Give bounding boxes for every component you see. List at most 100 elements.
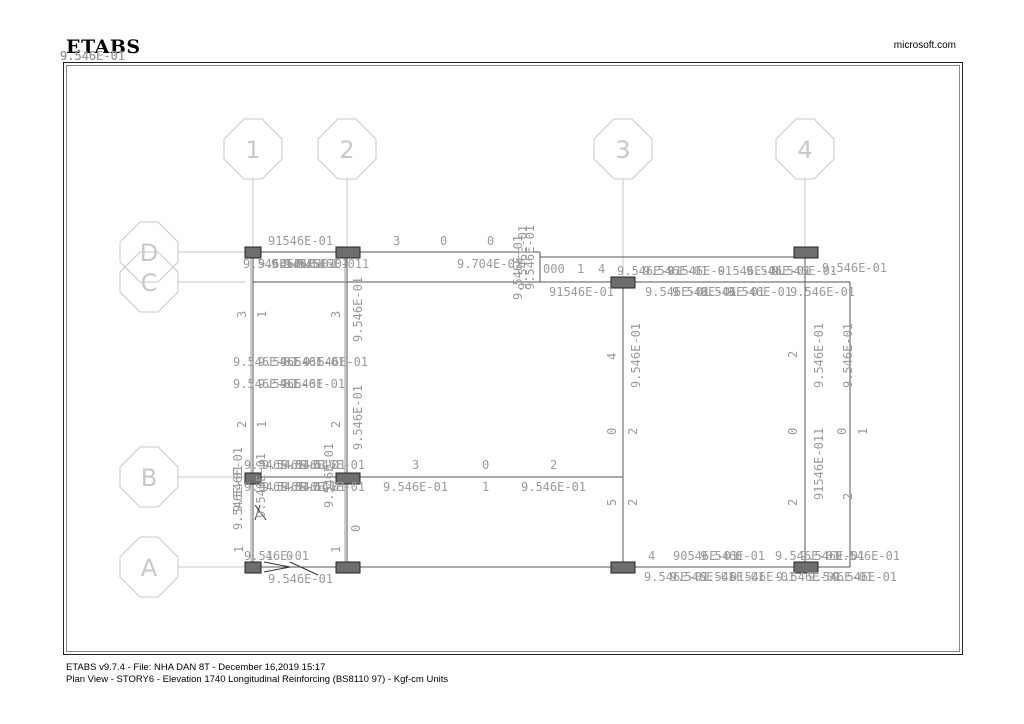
grid-bubble-b — [119, 446, 245, 508]
reinforcing-label: 1 — [577, 262, 584, 276]
reinforcing-label: 9.546E-01 — [832, 570, 897, 584]
reinforcing-label: 0 — [835, 428, 849, 435]
app-brand: ETABS — [66, 36, 141, 58]
grid-label-b: B — [141, 464, 157, 492]
reinforcing-label: 9.546E-01 — [516, 225, 530, 290]
reinforcing-label: 1 — [255, 311, 269, 318]
reinforcing-label: 9.546E-01 — [643, 264, 708, 278]
reinforcing-label: 9.546E-01 — [262, 458, 327, 472]
reinforcing-label: 9.546E-01 — [521, 480, 586, 494]
reinforcing-label: 1 — [232, 546, 246, 553]
reinforcing-label: 0 — [349, 525, 363, 532]
reinforcing-label: 1 — [266, 549, 273, 563]
reinforcing-label: 9.546E-01 — [727, 285, 792, 299]
reinforcing-label: 2 — [786, 351, 800, 358]
grid-bubble-4 — [775, 118, 835, 248]
grid-label-a: A — [141, 554, 158, 582]
reinforcing-label: 9.546E-01 — [790, 285, 855, 299]
grid-bubble-3 — [593, 118, 653, 278]
reinforcing-label: 1 — [812, 428, 826, 435]
reinforcing-label: 9.546E-01 — [776, 570, 841, 584]
reinforcing-label: 2 — [626, 428, 640, 435]
reinforcing-label: 9.546E-01 — [258, 257, 323, 271]
reinforcing-label: 0 — [286, 549, 293, 563]
reinforcing-label: 1 — [362, 257, 369, 271]
reinforcing-label: 1 — [856, 428, 870, 435]
reinforcing-label: 9.546E-01 — [700, 570, 765, 584]
reinforcing-label: 9.546E-01 — [243, 257, 308, 271]
reinforcing-label: 9.546E-01 — [322, 443, 336, 508]
grid-bubble-2 — [317, 118, 377, 248]
reinforcing-label: 4 — [648, 549, 655, 563]
grid-label-d: D — [140, 239, 158, 267]
reinforcing-label: 9.546E-01 — [300, 458, 365, 472]
reinforcing-label: 9.546E-01 — [258, 377, 323, 391]
reinforcing-label: 9.546E-01 — [629, 323, 643, 388]
reinforcing-label: 9.546E-01 — [244, 480, 309, 494]
reinforcing-label: 1 — [255, 421, 269, 428]
reinforcing-label: 000 — [543, 262, 565, 276]
reinforcing-label: 91546E-01 — [812, 435, 826, 500]
reinforcing-label: 2 — [235, 421, 249, 428]
reinforcing-label: 9.546E-01 — [233, 355, 298, 369]
footer-file-info: ETABS v9.7.4 - File: NHA DAN 8T - Decemb… — [66, 662, 326, 673]
reinforcing-label: 9.546E-01 — [271, 257, 336, 271]
reinforcing-label: 9.546E-01 — [841, 323, 855, 388]
drawing-frame — [63, 62, 963, 655]
reinforcing-label: 9.546E-01 — [775, 549, 840, 563]
reinforcing-label: 9.546E-01 — [60, 49, 125, 63]
reinforcing-label: 2 — [550, 458, 557, 472]
reinforcing-label: 0 — [735, 549, 742, 563]
reinforcing-label: 3 — [412, 458, 419, 472]
reinforcing-label: 90546E-01 — [673, 549, 738, 563]
beams — [250, 251, 851, 576]
footer-view-info: Plan View - STORY6 - Elevation 1740 Long… — [66, 674, 449, 685]
reinforcing-label: 91546E-01 — [730, 570, 795, 584]
reinforcing-label: 9.546E-01 — [511, 235, 525, 300]
reinforcing-label: 0 — [786, 428, 800, 435]
reinforcing-label: 3 — [235, 311, 249, 318]
reinforcing-label: 0 — [487, 234, 494, 248]
reinforcing-label: 9.546E-01 — [268, 572, 333, 586]
reinforcing-label: 3 — [329, 311, 343, 318]
reinforcing-label: 91546E-01 — [268, 234, 333, 248]
reinforcing-label: 9.546E-01 — [800, 549, 865, 563]
reinforcing-label: 9.546E-01 — [670, 570, 735, 584]
grid-bubble-a — [119, 536, 245, 598]
reinforcing-label: 1 — [482, 480, 489, 494]
reinforcing-label: 9.546E-01 — [667, 264, 732, 278]
reinforcing-label: 9.546E-01 — [60, 49, 125, 63]
reinforcing-label: 9.546E-01 — [644, 570, 709, 584]
reinforcing-label: 9.546E-01 — [231, 465, 245, 530]
reinforcing-label: 9.546E-01 — [835, 549, 900, 563]
reinforcing-label: 9.546E-01 — [383, 480, 448, 494]
reinforcing-label: 5 — [605, 499, 619, 506]
reinforcing-label: 9.546E-01 — [746, 264, 811, 278]
reinforcing-label: 9.546E-01 — [523, 225, 537, 290]
site-link[interactable]: microsoft.com — [893, 40, 956, 51]
reinforcing-label: 9.546E-01 — [808, 570, 873, 584]
reinforcing-label: 4 — [605, 353, 619, 360]
reinforcing-label: 9.546E-01 — [281, 458, 346, 472]
reinforcing-label: 9.546E-01 — [254, 453, 268, 518]
reinforcing-label: 9.546E-01 — [772, 264, 837, 278]
reinforcing-label: 9.546E-01 — [233, 377, 298, 391]
reinforcing-label: 2 — [786, 499, 800, 506]
reinforcing-label: 9.546E-01 — [718, 264, 783, 278]
reinforcing-label: 4 — [598, 262, 605, 276]
grid-label-2: 2 — [339, 136, 354, 164]
reinforcing-label: 9.546E-01 — [231, 447, 245, 512]
reinforcing-label: 9.546E-01 — [280, 377, 345, 391]
reinforcing-label: 9.546E-01 — [300, 480, 365, 494]
reinforcing-label: 2 — [329, 421, 343, 428]
reinforcing-label: 0 — [482, 458, 489, 472]
reinforcing-label: 0 — [440, 234, 447, 248]
reinforcing-label: 9.546E-01 — [303, 355, 368, 369]
reinforcing-label: 9.546E-01 — [351, 385, 365, 450]
reinforcing-label: 9.546E-01 — [672, 285, 737, 299]
reinforcing-label: 9.546E-01 — [60, 49, 125, 63]
reinforcing-label: 9.546E-01 — [822, 261, 887, 275]
grid-bubble-c — [119, 251, 245, 313]
